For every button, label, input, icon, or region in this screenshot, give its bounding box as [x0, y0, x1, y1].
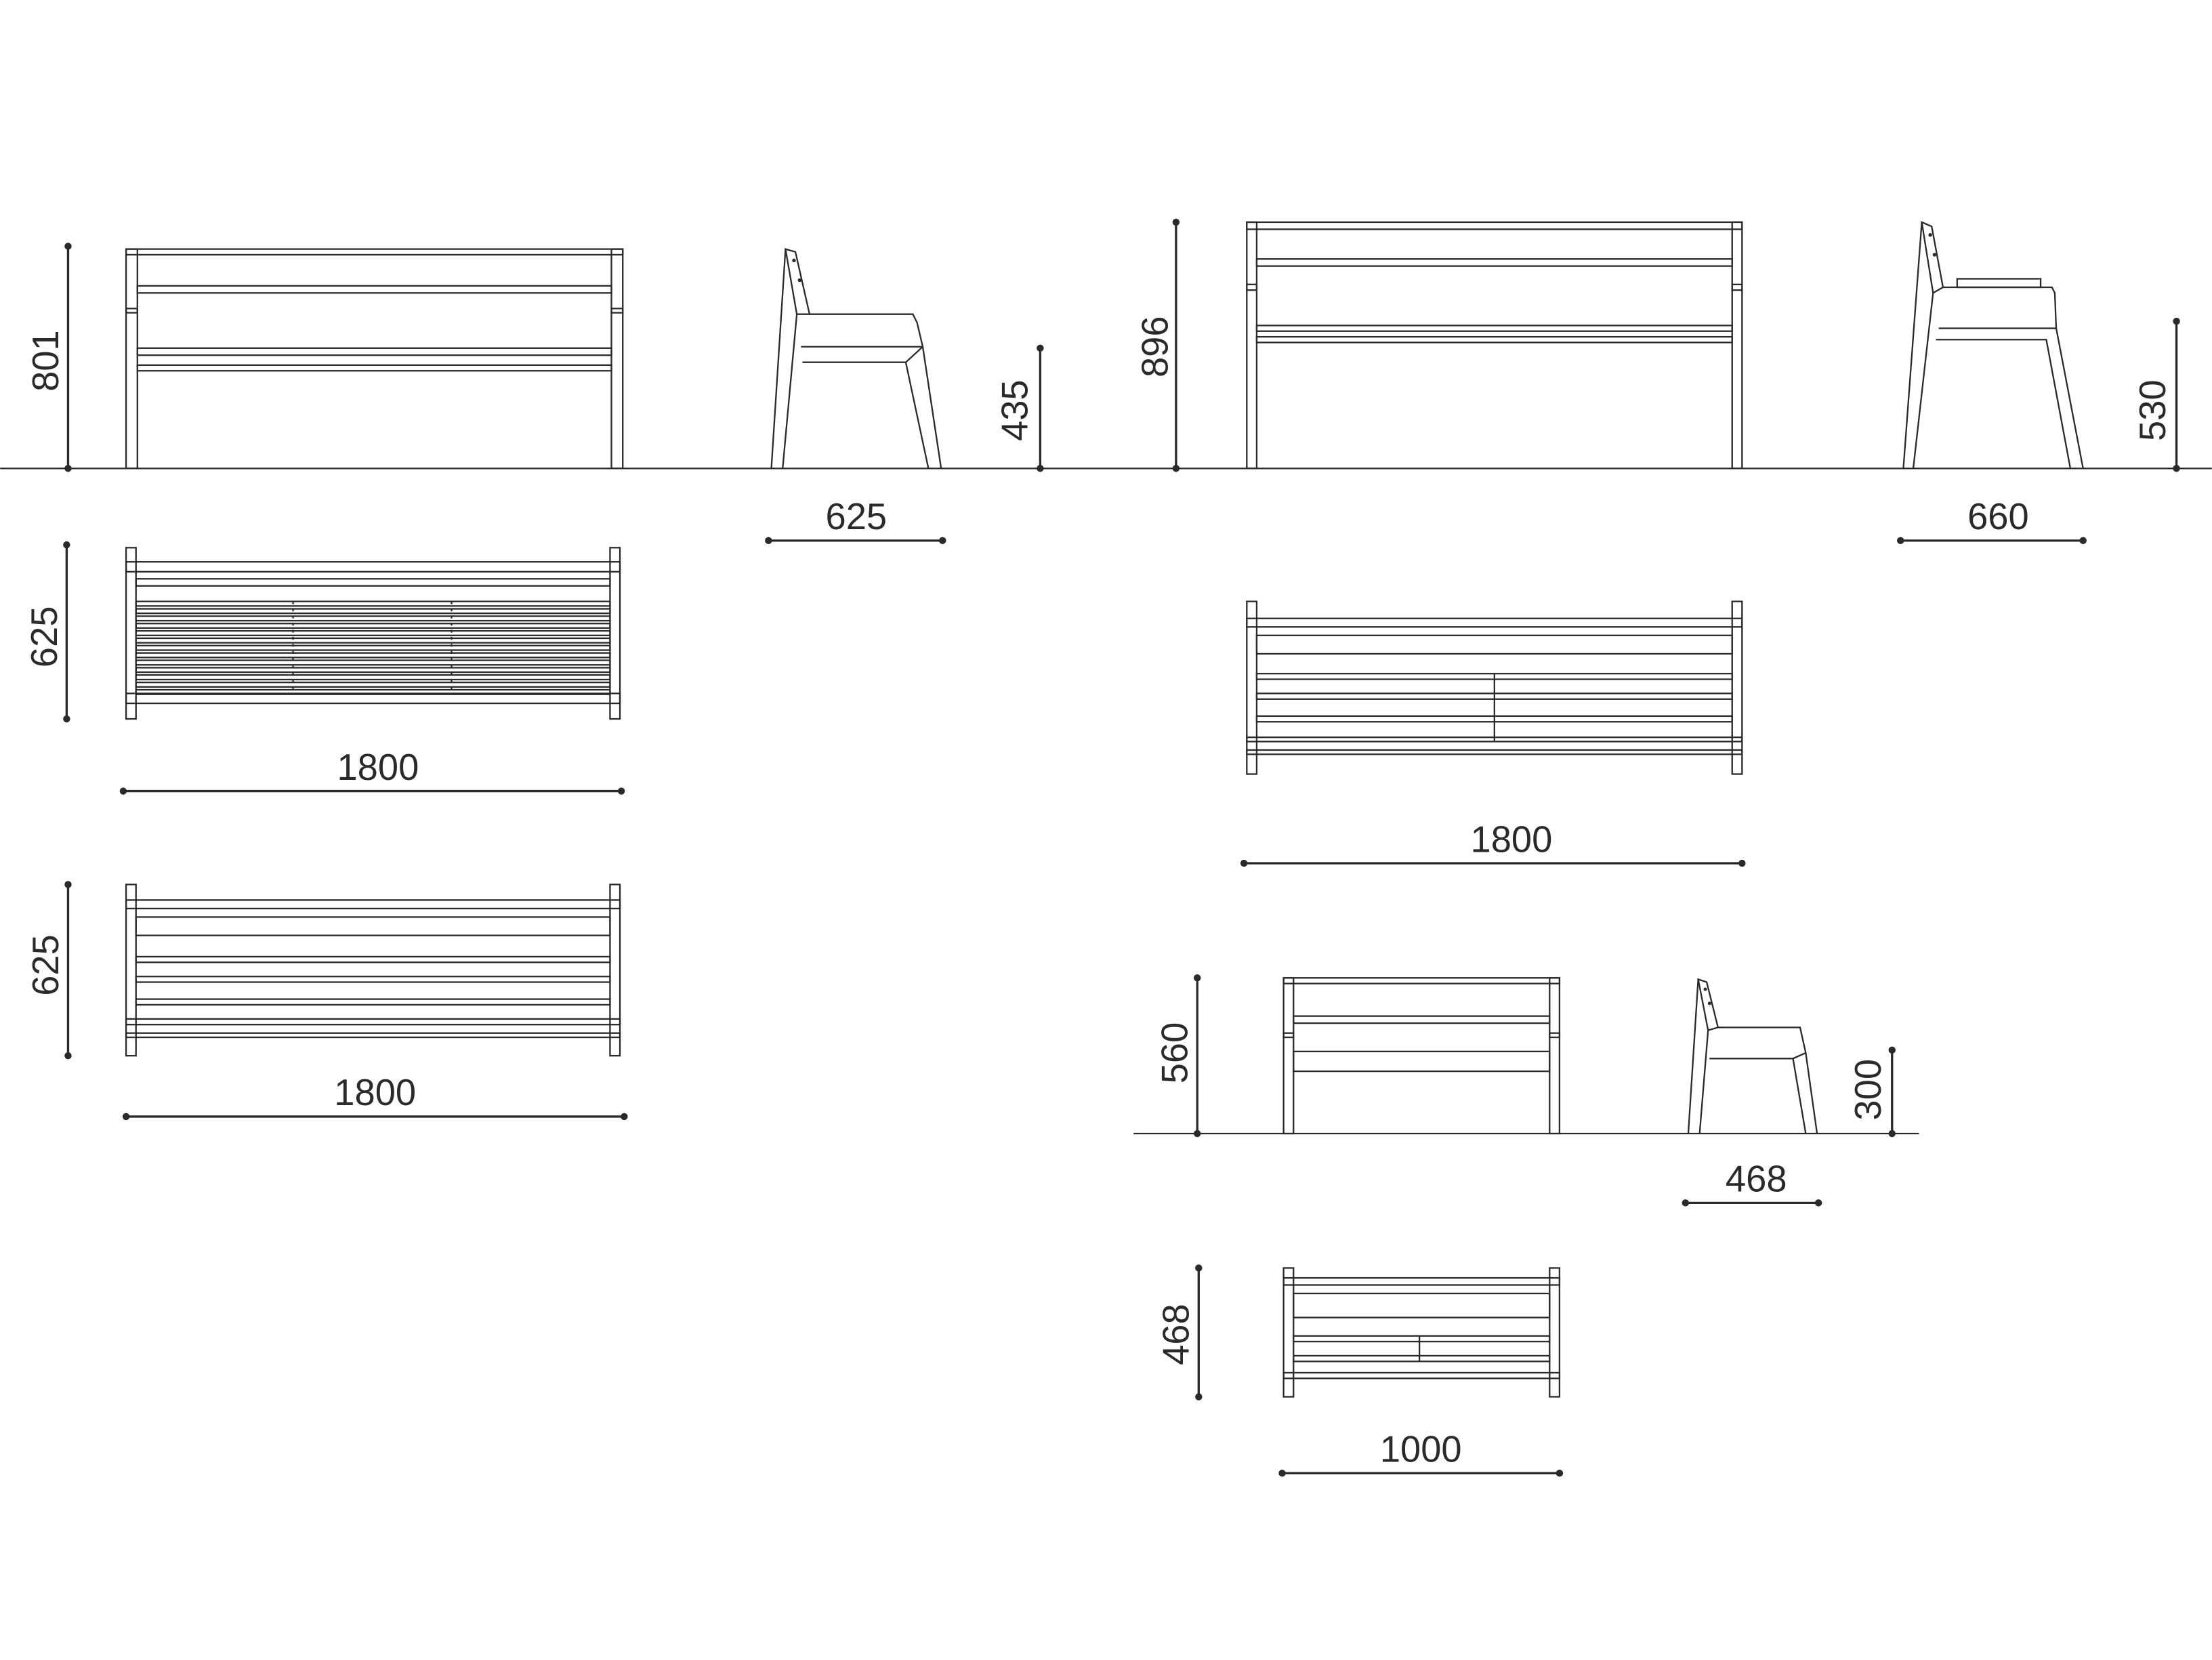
seat-slat — [135, 637, 611, 644]
bench-tall-top-view — [1246, 600, 1743, 775]
seat-slat — [135, 608, 611, 615]
svg-text:660: 660 — [1967, 496, 2029, 537]
bench-large-side-view — [770, 247, 942, 469]
seat-slat — [135, 659, 611, 666]
svg-text:625: 625 — [24, 606, 65, 668]
bench-small-side-view — [1687, 978, 1818, 1134]
dimension-530: 530 — [2132, 317, 2180, 472]
svg-text:468: 468 — [1726, 1159, 1787, 1200]
dimension-896: 896 — [1134, 218, 1180, 472]
seat-slat — [135, 667, 611, 673]
bench-tall-front-view — [1246, 221, 1743, 470]
svg-text:896: 896 — [1134, 316, 1175, 377]
seat-slat — [135, 688, 611, 695]
dimension-560: 560 — [1154, 974, 1201, 1138]
svg-text:1800: 1800 — [337, 747, 419, 788]
seat-slat — [135, 623, 611, 629]
svg-text:625: 625 — [25, 934, 66, 996]
svg-text:1800: 1800 — [334, 1072, 416, 1113]
seat-slat — [135, 615, 611, 622]
dimension-300: 300 — [1848, 1046, 1896, 1138]
svg-text:801: 801 — [25, 330, 66, 392]
dimension-435: 435 — [995, 344, 1044, 472]
dimension-1000: 1000 — [1278, 1429, 1564, 1477]
bench-tall-side-view — [1902, 221, 2084, 469]
svg-text:530: 530 — [2132, 379, 2173, 441]
dimension-625-side: 625 — [765, 496, 946, 545]
bench-large-top-view-alt — [125, 884, 621, 1057]
seat-slat — [135, 674, 611, 681]
bench-small-top-view — [1282, 1267, 1561, 1398]
seat-slat — [135, 682, 611, 688]
bench-large-front-view — [125, 248, 624, 470]
dimension-660: 660 — [1897, 496, 2087, 545]
dimension-468-side: 468 — [1682, 1159, 1822, 1207]
svg-text:1000: 1000 — [1380, 1429, 1462, 1470]
svg-text:1800: 1800 — [1471, 818, 1553, 860]
dimension-1800-tall: 1800 — [1240, 818, 1746, 867]
seat-slat — [135, 600, 611, 607]
seat-slat — [135, 652, 611, 659]
svg-text:300: 300 — [1848, 1059, 1889, 1121]
seat-slat — [135, 644, 611, 651]
svg-text:435: 435 — [995, 379, 1036, 441]
dimension-801: 801 — [25, 243, 72, 472]
seat-slat — [135, 629, 611, 636]
bench-large-top-view — [125, 547, 621, 720]
bench-small-front-view — [1282, 977, 1561, 1135]
svg-text:560: 560 — [1154, 1022, 1196, 1084]
dimension-625-top-alt: 625 — [25, 881, 72, 1060]
dimension-468-top: 468 — [1156, 1264, 1203, 1400]
svg-text:468: 468 — [1156, 1304, 1197, 1365]
svg-text:625: 625 — [826, 496, 888, 537]
dimension-1800-top: 1800 — [119, 747, 625, 795]
dimension-625-top: 625 — [24, 541, 70, 723]
dimension-1800-top-alt: 1800 — [122, 1072, 628, 1121]
